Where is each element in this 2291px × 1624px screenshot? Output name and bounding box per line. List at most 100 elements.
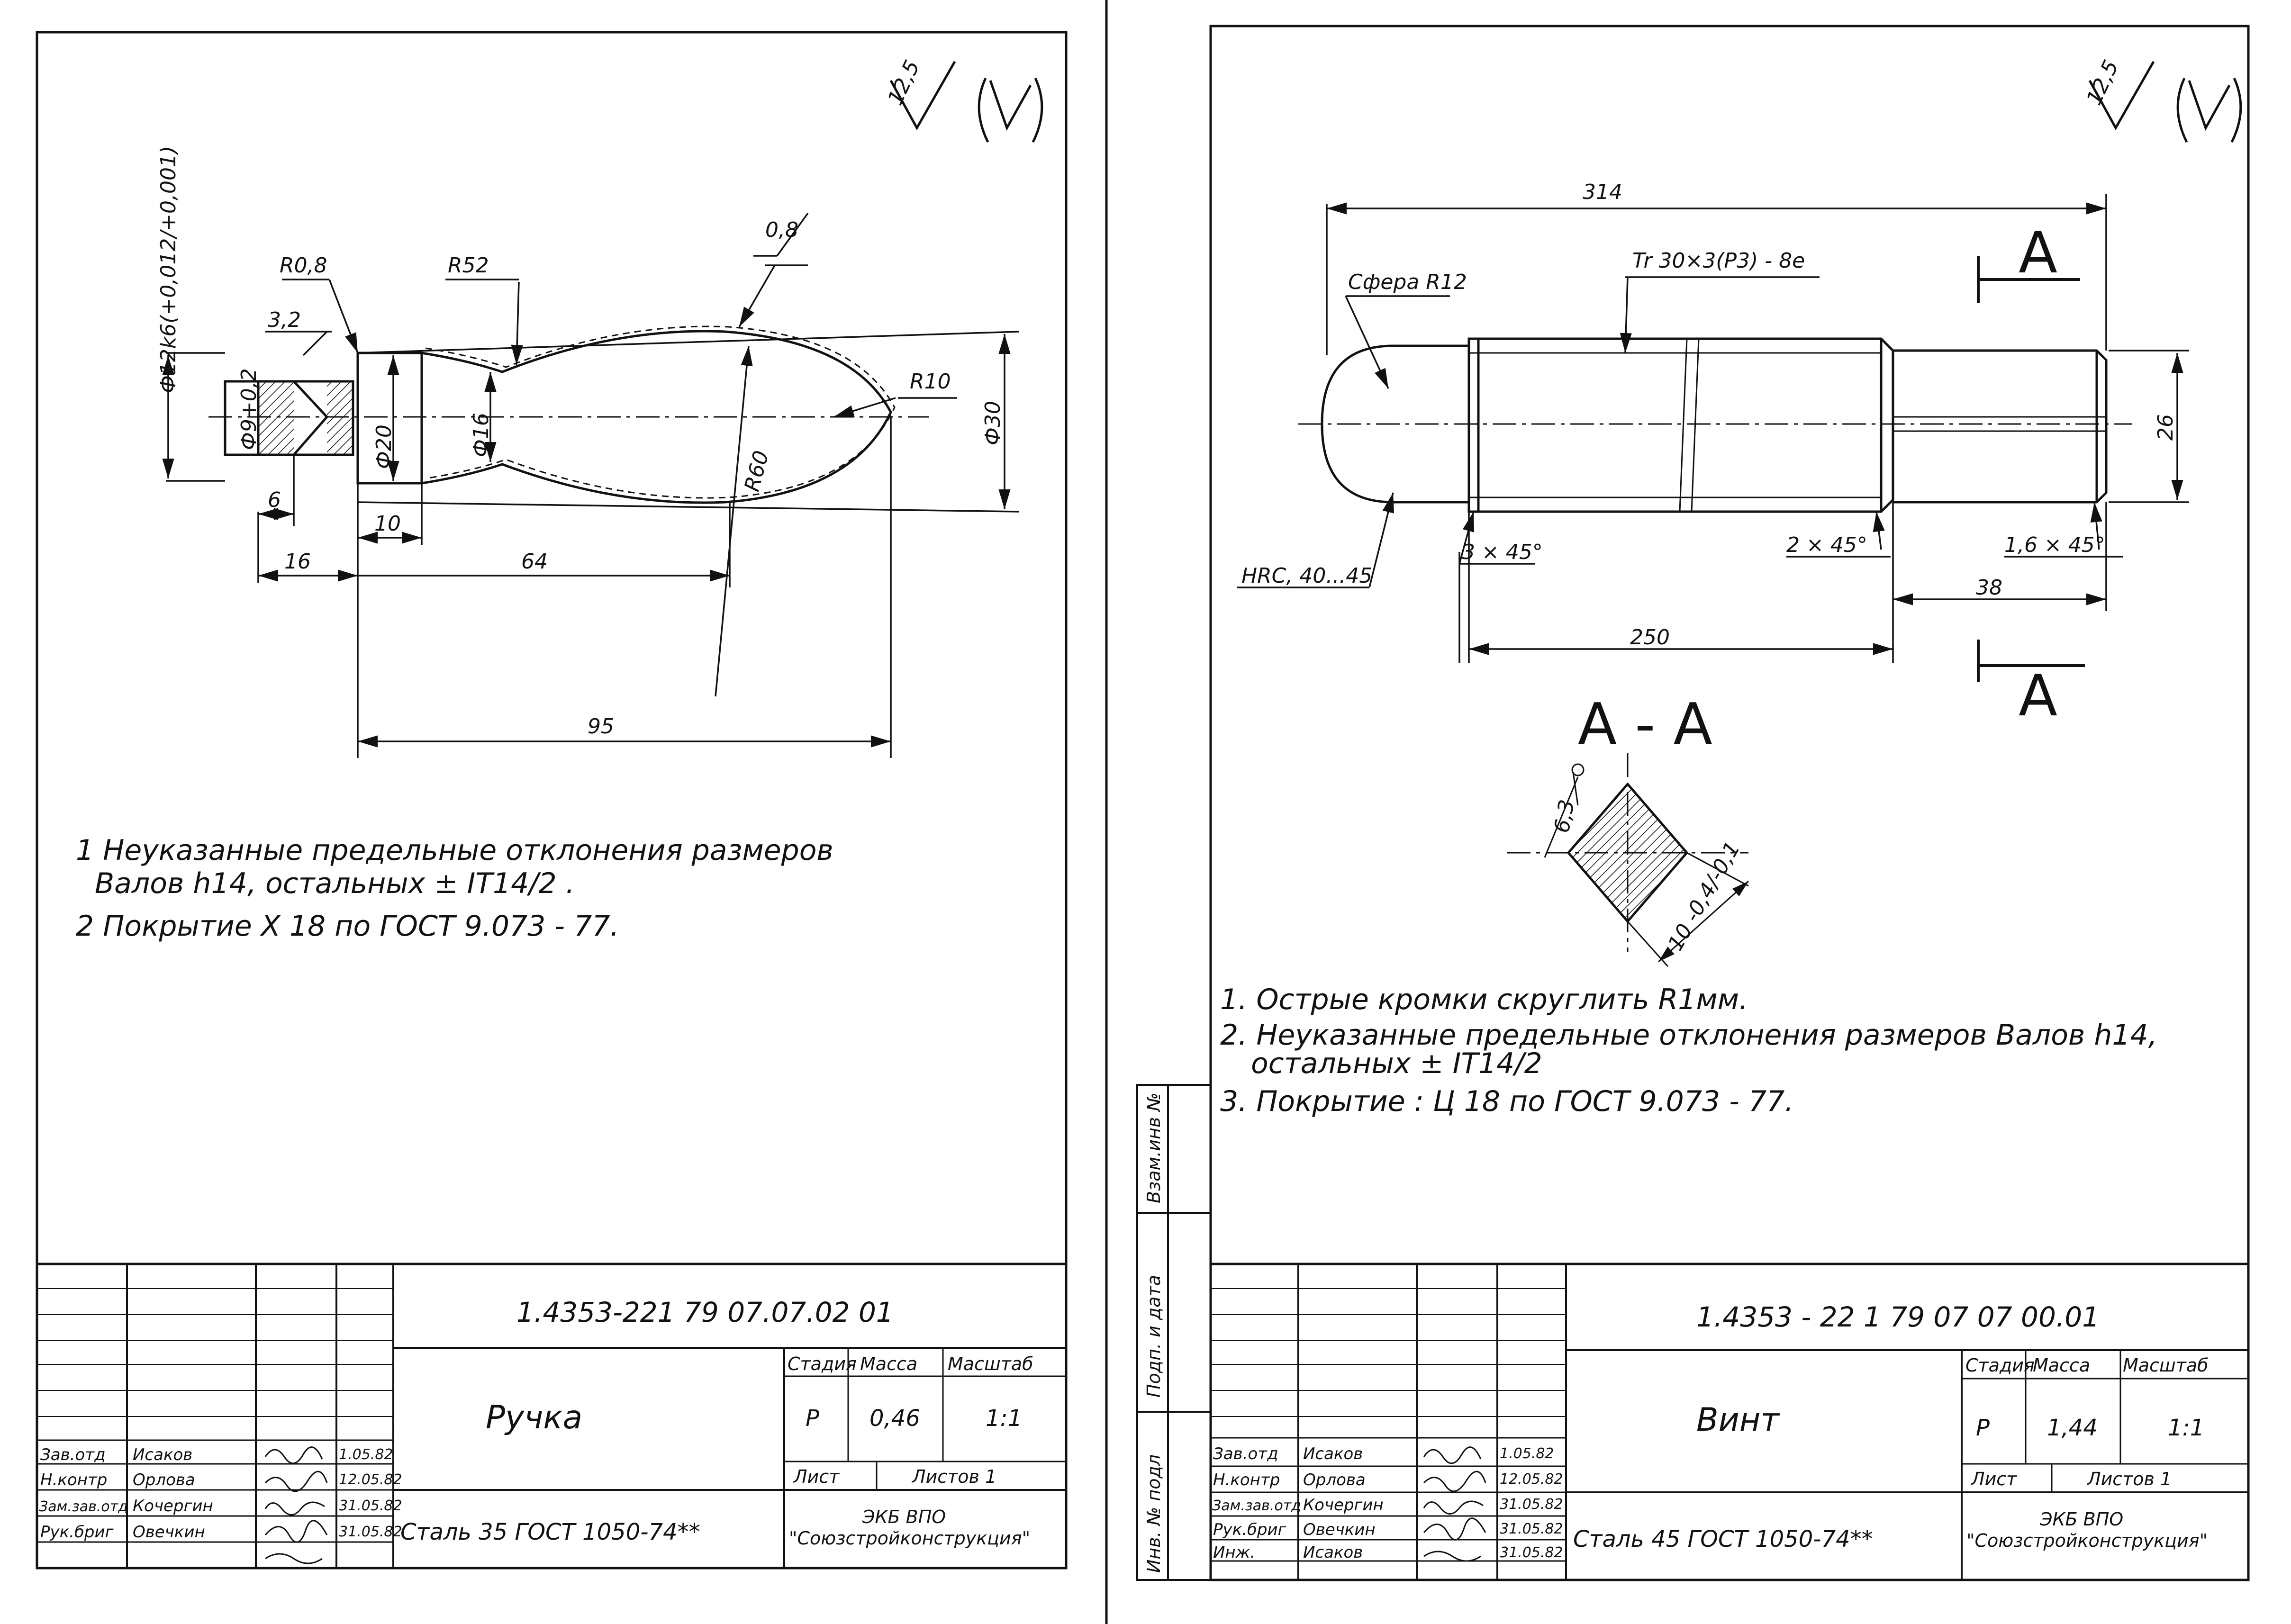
dim-roughness-32: 3,2 (268, 308, 301, 332)
left-stage-label: Стадия (788, 1353, 857, 1374)
right-role-2: Н.контр (1213, 1471, 1280, 1489)
side-strip (1136, 1084, 1212, 1581)
left-material: Сталь 35 ГОСТ 1050-74** (400, 1519, 700, 1545)
right-name-3: Кочергин (1303, 1496, 1384, 1515)
right-title-block (1211, 1263, 2248, 1580)
right-sheet-label: Лист (1970, 1469, 2018, 1489)
dim-hrc: HRC, 40...45 (1241, 564, 1372, 588)
dim-16: 16 (284, 550, 311, 574)
left-org-2: "Союзстройконструкция" (789, 1528, 1030, 1549)
right-dimension-lines (1237, 194, 2189, 663)
right-note-3: 3. Покрытие : Ц 18 по ГОСТ 9.073 - 77. (1220, 1085, 1793, 1118)
left-date-1: 1.05.82 (339, 1446, 393, 1463)
dim-95: 95 (588, 714, 614, 739)
dim-chamfer-16: 1,6 × 45° (2004, 533, 2105, 557)
right-signatures (1423, 1446, 1486, 1562)
right-date-1: 1.05.82 (1500, 1445, 1554, 1462)
right-scale: 1:1 (2168, 1415, 2204, 1441)
left-role-4: Рук.бриг (40, 1523, 114, 1542)
dim-314: 314 (1583, 180, 1622, 204)
right-sheets-label: Листов 1 (2086, 1469, 2172, 1489)
right-doc-code: 1.4353 - 22 1 79 07 07 00.01 (1696, 1301, 2100, 1333)
right-role-4: Рук.бриг (1213, 1520, 1287, 1539)
left-scale: 1:1 (986, 1405, 1022, 1432)
right-note-2b: остальных ± IT14/2 (1251, 1047, 1542, 1080)
left-frame (36, 31, 1068, 1570)
left-mass: 0,46 (869, 1405, 920, 1432)
handle-part (208, 325, 929, 504)
left-signatures (264, 1446, 328, 1564)
dim-26: 26 (2154, 414, 2178, 441)
dim-shaft-tolerance: Ф12k6(+0,012/+0,001) (156, 146, 181, 393)
dim-6: 6 (268, 488, 281, 512)
dim-38: 38 (1976, 576, 2002, 600)
left-date-4: 31.05.82 (339, 1524, 402, 1540)
dim-r08: R0,8 (280, 253, 327, 278)
left-mass-label: Масса (860, 1353, 917, 1374)
right-role-5: Инж. (1213, 1543, 1255, 1562)
section-view (1507, 753, 1749, 967)
right-general-roughness (2088, 61, 2242, 143)
right-stage-label: Стадия (1965, 1355, 2035, 1376)
right-mass-label: Масса (2033, 1355, 2090, 1376)
dim-d16: Ф16 (469, 413, 493, 457)
left-role-3: Зам.зав.отд (39, 1498, 128, 1515)
right-note-2: 2. Неуказанные предельные отклонения раз… (1220, 1019, 2157, 1052)
right-org-2: "Союзстройконструкция" (1966, 1530, 2208, 1551)
side-label-1: Взам.инв № (1143, 1092, 1164, 1203)
screw-part (1298, 337, 2132, 513)
right-org-1: ЭКБ ВПО (2039, 1509, 2123, 1530)
left-roughness-value: 12,5 (883, 56, 925, 108)
dim-r10: R10 (910, 370, 951, 394)
section-title: А - А (1578, 692, 1712, 758)
left-name-3: Кочергин (133, 1497, 213, 1516)
right-material: Сталь 45 ГОСТ 1050-74** (1573, 1526, 1873, 1552)
dim-chamfer-3: 3 × 45° (1462, 540, 1543, 564)
dim-d30: Ф30 (981, 401, 1005, 445)
left-name-1: Исаков (133, 1445, 192, 1464)
left-scale-label: Масштаб (948, 1353, 1033, 1374)
right-name-1: Исаков (1303, 1444, 1363, 1463)
left-note-1b: Валов h14, остальных ± IT14/2 . (95, 867, 575, 900)
left-role-1: Зав.отд (40, 1445, 106, 1464)
left-sheets-label: Листов 1 (911, 1466, 996, 1487)
section-letter-bottom: А (2019, 663, 2057, 729)
dim-64: 64 (521, 550, 548, 574)
right-role-1: Зав.отд (1213, 1444, 1278, 1463)
left-org-1: ЭКБ ВПО (862, 1507, 946, 1527)
dim-250: 250 (1630, 625, 1670, 650)
left-general-roughness (889, 61, 1043, 143)
dim-r52: R52 (448, 253, 489, 278)
right-date-3: 31.05.82 (1500, 1496, 1563, 1513)
left-part-name: Ручка (486, 1399, 582, 1436)
left-sheet: 12,5 (36, 31, 1068, 1570)
left-name-4: Овечкин (133, 1523, 205, 1542)
section-letter-top: А (2019, 220, 2057, 286)
dim-roughness-08: 0,8 (765, 218, 798, 242)
left-note-1: 1 Неуказанные предельные отклонения разм… (76, 834, 833, 867)
left-title-block (37, 1263, 1066, 1568)
right-date-4: 31.05.82 (1500, 1521, 1563, 1537)
dim-chamfer-2: 2 × 45° (1786, 533, 1867, 557)
right-frame (1209, 25, 2250, 1581)
section-markers (1977, 256, 2085, 682)
right-part-name: Винт (1696, 1401, 1780, 1439)
dim-thread: Tr 30×3(P3) - 8e (1632, 249, 1805, 273)
dim-hole: Ф9+0,2 (237, 368, 261, 450)
right-name-4: Овечкин (1303, 1520, 1376, 1539)
right-stage: Р (1976, 1415, 1990, 1441)
right-roughness-value: 12,5 (2082, 56, 2124, 108)
right-sheet: 12,5 (1136, 25, 2250, 1581)
left-doc-code: 1.4353-221 79 07.07.02 01 (516, 1296, 894, 1328)
right-mass: 1,44 (2047, 1415, 2098, 1441)
right-role-3: Зам.зав.отд (1212, 1498, 1301, 1514)
right-scale-label: Масштаб (2123, 1355, 2209, 1376)
right-name-2: Орлова (1303, 1471, 1366, 1489)
left-sheet-label: Лист (793, 1466, 840, 1487)
left-note-2: 2 Покрытие Х 18 по ГОСТ 9.073 - 77. (76, 910, 619, 943)
right-note-1: 1. Острые кромки скруглить R1мм. (1220, 983, 1748, 1016)
side-label-3: Инв. № подл (1143, 1454, 1164, 1573)
right-name-5: Исаков (1303, 1543, 1363, 1562)
left-date-2: 12.05.82 (339, 1471, 402, 1488)
